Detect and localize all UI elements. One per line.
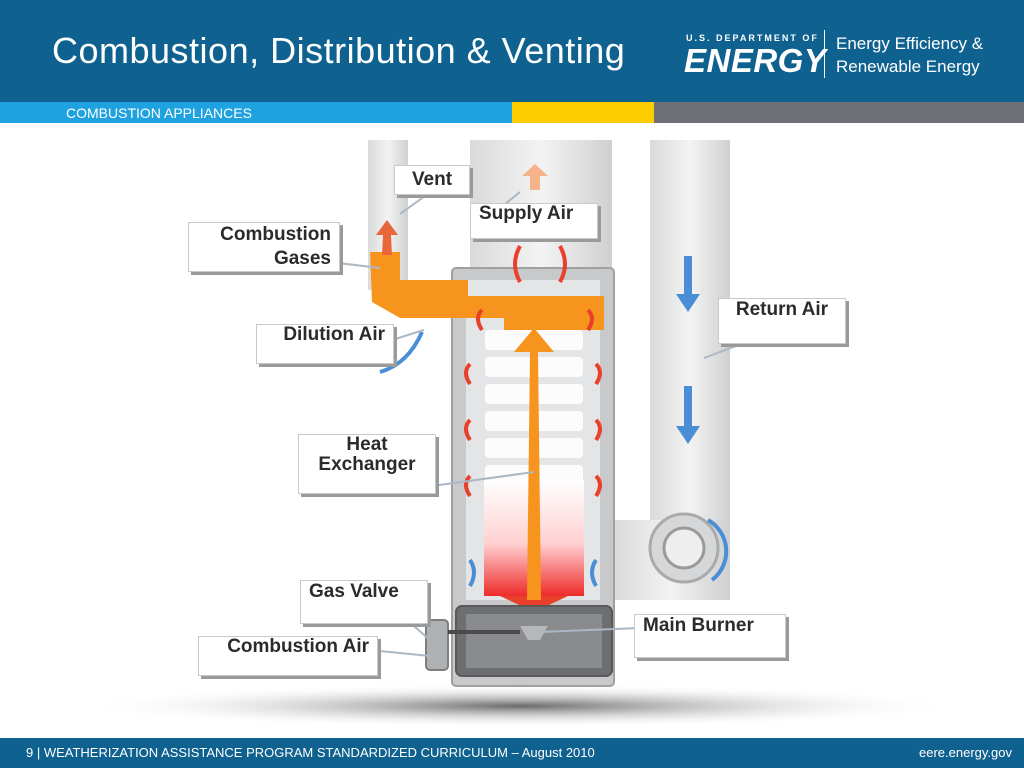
- blue-arrow-icon: [676, 256, 700, 444]
- slide-title: Combustion, Distribution & Venting: [52, 30, 626, 71]
- footer-link[interactable]: eere.energy.gov: [919, 745, 1012, 760]
- blower-fan-icon: [648, 512, 729, 584]
- combustion-gas-flow: [370, 252, 604, 330]
- label-combustion-air: Combustion Air: [198, 636, 378, 676]
- blue-arrow-icon: [379, 331, 598, 587]
- label-heat-exchanger: Heat Exchanger: [298, 434, 436, 494]
- red-arrow-icon: [464, 308, 484, 498]
- label-supply-air: Supply Air: [470, 203, 598, 239]
- label-dilution-air: Dilution Air: [256, 324, 394, 364]
- footer-bar: [0, 738, 1024, 768]
- label-vent: Vent: [394, 165, 470, 195]
- section-band-blue: [0, 102, 512, 123]
- gas-valve: [425, 619, 449, 671]
- eere-line-1: Energy Efficiency &: [836, 34, 984, 53]
- return-duct: [650, 140, 730, 580]
- red-arrow-icon: [513, 245, 567, 283]
- label-return-air: Return Air: [718, 298, 846, 344]
- orange-arrow-icon: [522, 164, 548, 190]
- floor-shadow: [80, 684, 960, 728]
- label-main-burner: Main Burner: [634, 614, 786, 658]
- section-band-gray: [654, 102, 1024, 123]
- header-bar: [0, 0, 1024, 102]
- label-gas-valve: Gas Valve: [300, 580, 428, 624]
- logo-divider: [824, 30, 825, 78]
- orange-arrow-icon: [514, 328, 554, 600]
- red-arrow-icon: [586, 308, 602, 498]
- flame-icon: [500, 596, 568, 612]
- doe-logo-subtitle: U.S. DEPARTMENT OF: [686, 33, 819, 43]
- label-combustion-gases: Combustion Gases: [188, 222, 340, 272]
- orange-arrow-icon: [376, 220, 398, 255]
- eere-line-2: Renewable Energy: [836, 57, 980, 76]
- burner-interior: [466, 614, 602, 668]
- section-band-yellow: [512, 102, 654, 123]
- doe-logo: ENERGY: [684, 42, 827, 79]
- main-burner: [520, 626, 548, 640]
- footer-text: 9 | WEATHERIZATION ASSISTANCE PROGRAM ST…: [26, 745, 595, 760]
- section-label: COMBUSTION APPLIANCES: [66, 105, 252, 121]
